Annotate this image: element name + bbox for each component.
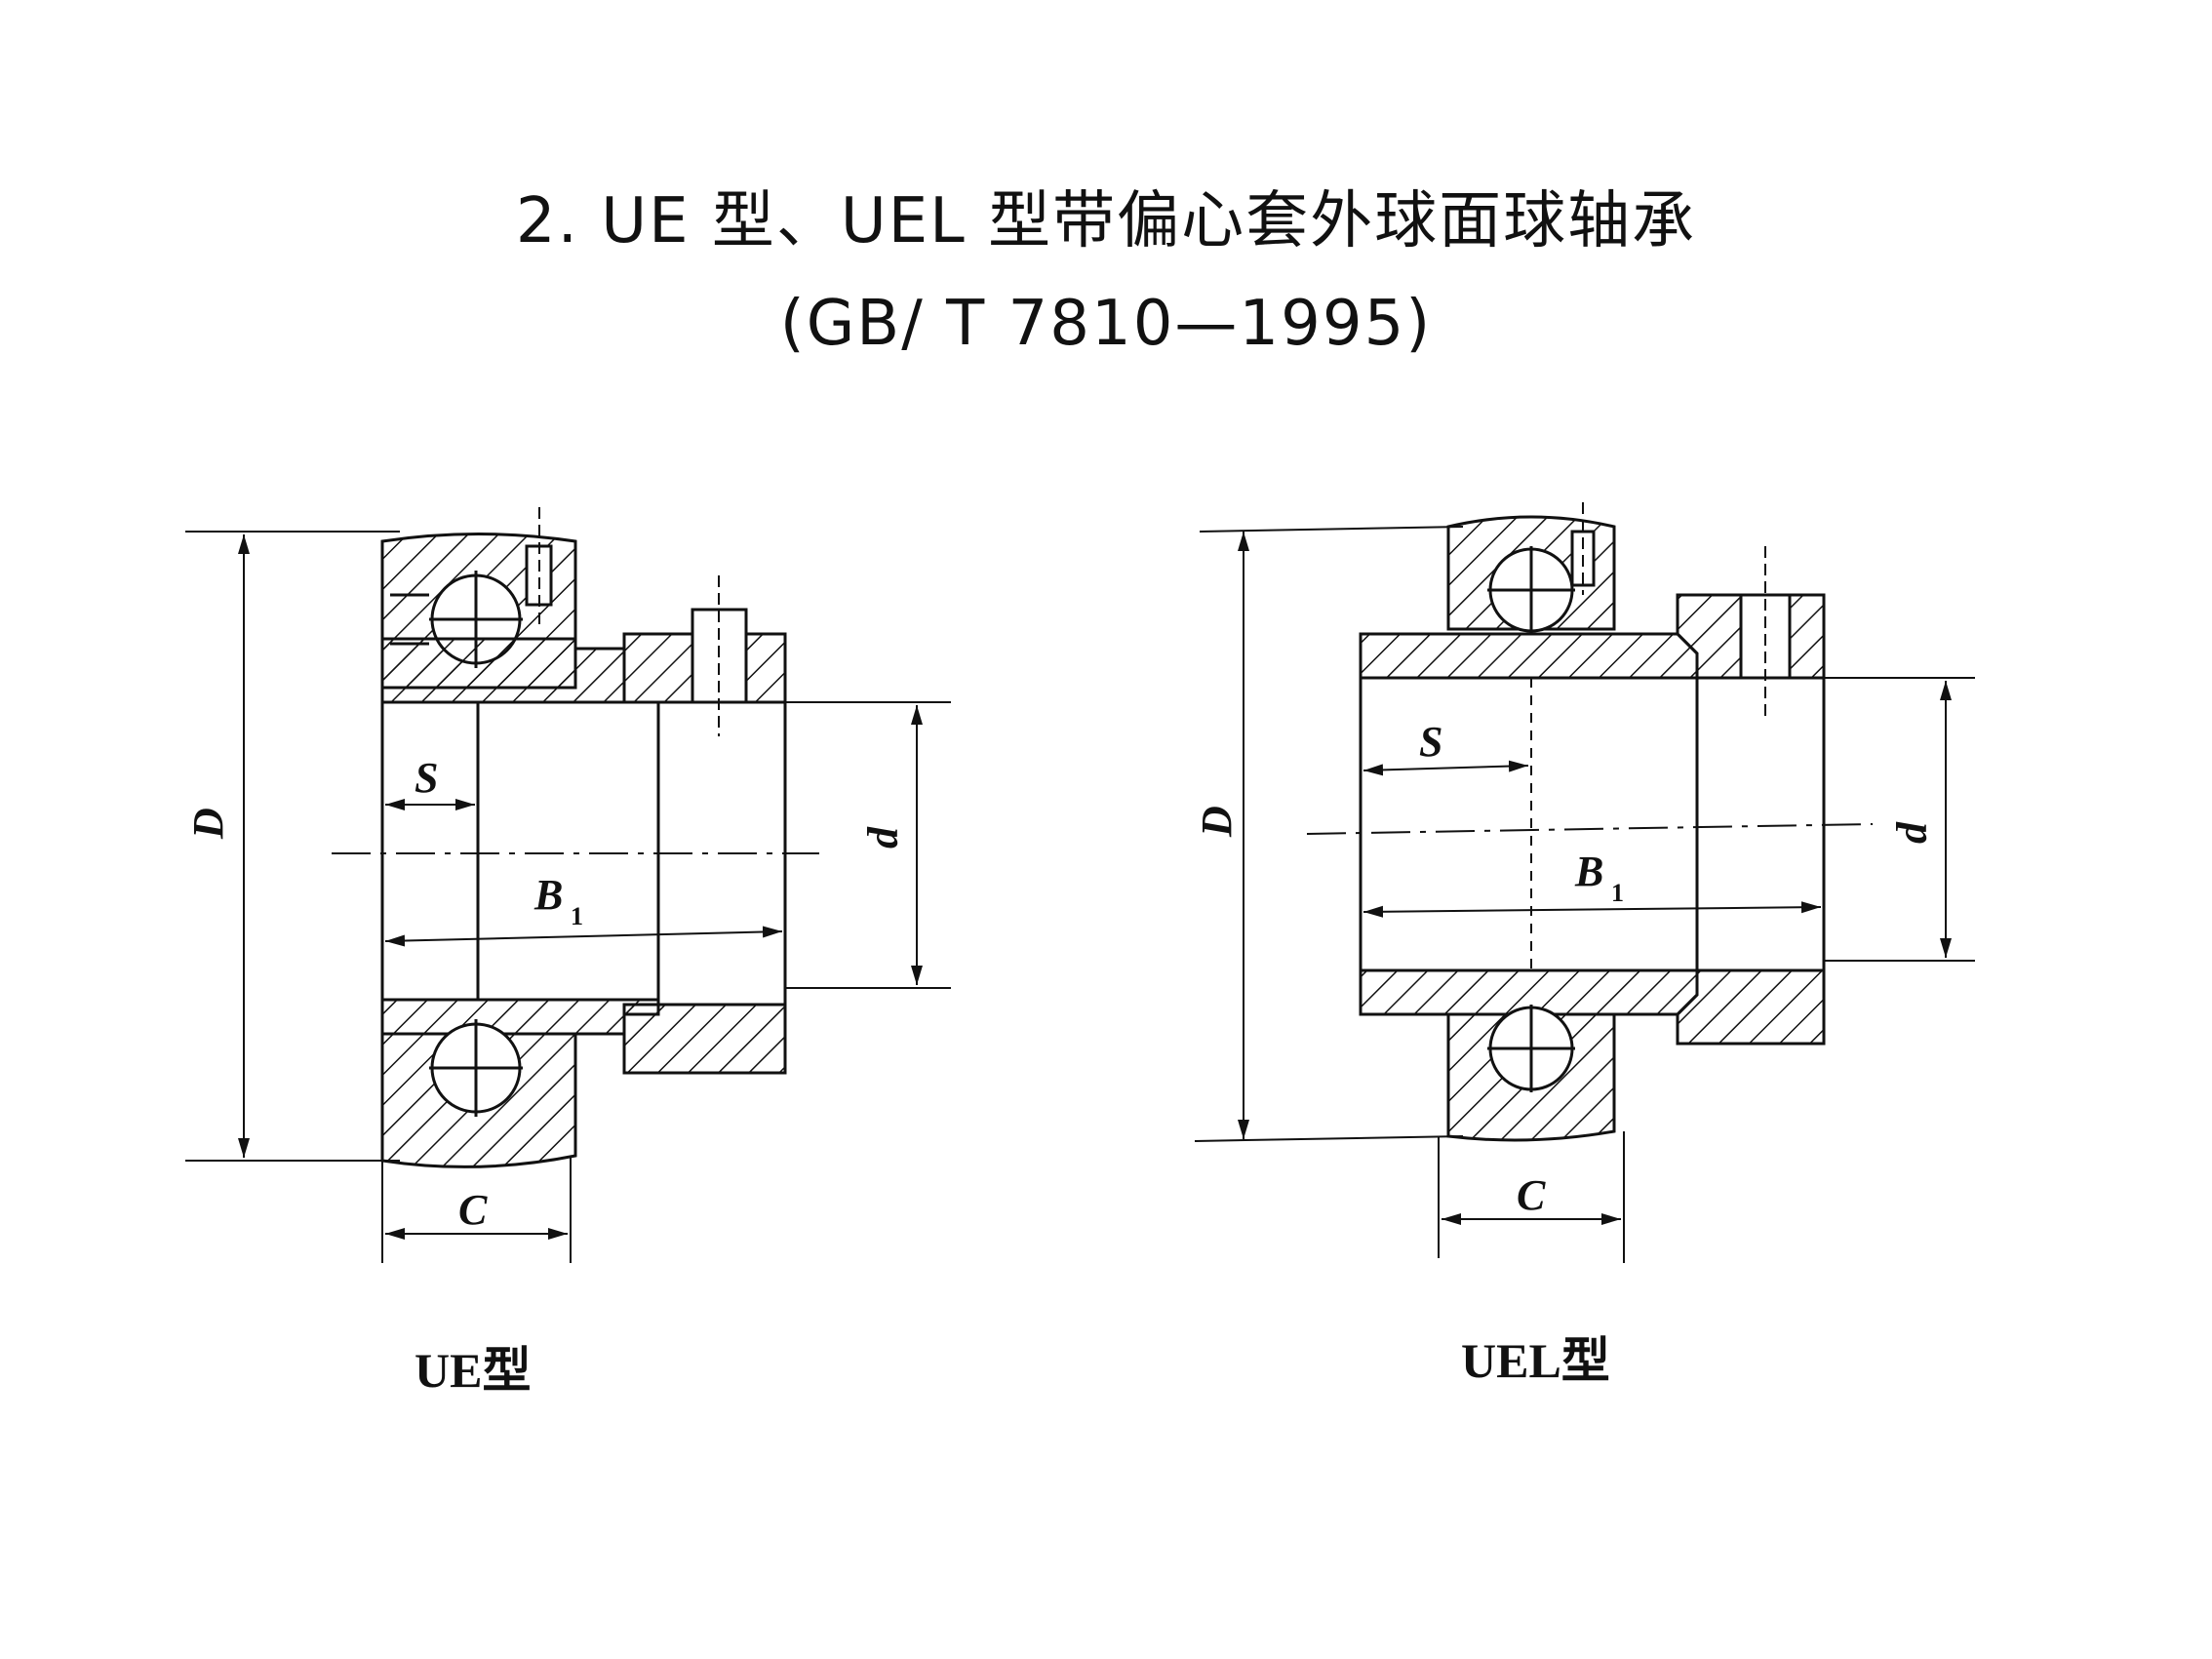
ue-label-B-sub: 1	[571, 902, 583, 930]
uel-label-D: D	[1193, 806, 1241, 838]
ue-inner-ring-bottom	[380, 998, 660, 1036]
ue-label-S: S	[415, 754, 438, 802]
uel-label-C: C	[1517, 1171, 1546, 1219]
uel-label-d: d	[1888, 821, 1936, 844]
title-line-2: (GB/ T 7810—1995)	[779, 288, 1433, 360]
uel-label-B-sub: 1	[1611, 879, 1624, 907]
ue-inner-ring-top	[380, 637, 626, 704]
ue-collar-bottom	[622, 1003, 787, 1075]
ue-bearing-drawing	[185, 507, 951, 1263]
caption-uel: UEL型	[1461, 1333, 1610, 1388]
ue-label-B: B	[533, 871, 563, 919]
caption-ue: UE型	[415, 1343, 532, 1398]
uel-label-S: S	[1419, 718, 1442, 766]
ue-label-C: C	[458, 1186, 488, 1234]
uel-collar-bottom	[1676, 968, 1826, 1046]
ue-label-D: D	[184, 808, 232, 840]
title-line-1: 2. UE 型、UEL 型带偏心套外球面球轴承	[515, 185, 1697, 257]
uel-bearing-drawing	[1194, 502, 1975, 1263]
uel-inner-ring-top	[1359, 632, 1699, 680]
ue-label-d: d	[859, 826, 907, 849]
uel-label-B: B	[1574, 848, 1603, 895]
